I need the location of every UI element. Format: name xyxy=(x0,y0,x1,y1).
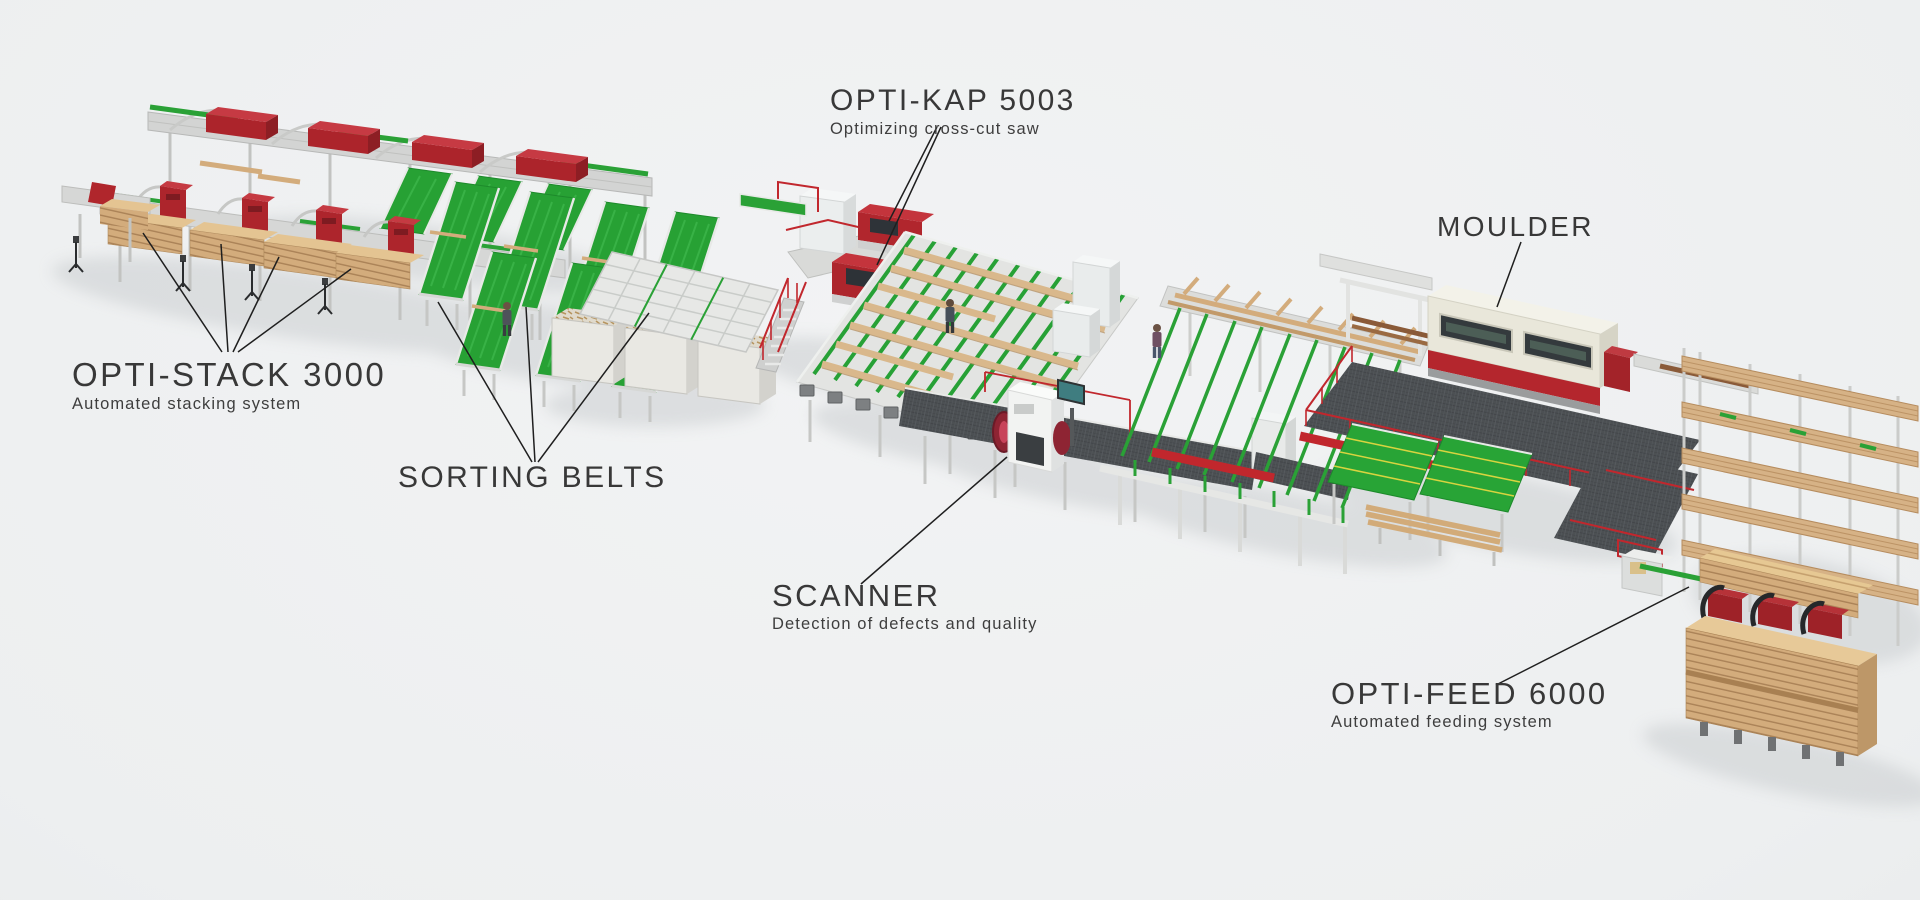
worker xyxy=(1152,324,1162,358)
leader-moulder xyxy=(1496,241,1522,308)
annotation-sorting-belts-title: SORTING BELTS xyxy=(398,461,667,494)
feeder-units xyxy=(1700,584,1849,639)
annotation-opti-feed-title: OPTI-FEED 6000 xyxy=(1331,676,1608,711)
moulder-walkway xyxy=(1304,345,1700,568)
annotation-scanner-title: SCANNER xyxy=(772,578,941,613)
opti-feed-machine xyxy=(1621,549,1877,766)
leader-sorting-belts xyxy=(437,301,650,463)
annotation-sorting-belts: SORTING BELTS xyxy=(398,463,666,493)
dust-extraction-cabinets xyxy=(1052,255,1120,358)
annotation-opti-kap-title: OPTI-KAP 5003 xyxy=(830,84,1076,117)
annotation-opti-stack: OPTI-STACK 3000 Automated stacking syste… xyxy=(72,358,386,414)
annotation-opti-stack-subtitle: Automated stacking system xyxy=(72,395,302,413)
leader-opti-kap xyxy=(876,126,942,266)
annotation-moulder: MOULDER xyxy=(1437,213,1594,241)
operator-monitor xyxy=(1057,378,1085,446)
leader-opti-stack xyxy=(142,232,352,353)
timber-bench xyxy=(1365,504,1503,566)
worker xyxy=(502,302,512,336)
annotation-opti-stack-title: OPTI-STACK 3000 xyxy=(72,356,387,393)
leader-opti-feed xyxy=(1495,586,1690,686)
annotation-opti-feed-subtitle: Automated feeding system xyxy=(1331,713,1553,731)
annotation-opti-feed: OPTI-FEED 6000 Automated feeding system xyxy=(1331,678,1608,732)
annotation-scanner: SCANNER Detection of defects and quality xyxy=(772,580,1037,634)
worker xyxy=(945,299,955,333)
sorting-belts-group xyxy=(417,180,721,424)
moulder-infeed-rack xyxy=(1319,253,1433,356)
timber-stack-front xyxy=(1685,616,1877,766)
annotation-scanner-subtitle: Detection of defects and quality xyxy=(772,615,1038,633)
worker-figures xyxy=(502,299,1162,358)
annotation-opti-kap-subtitle: Optimizing cross-cut saw xyxy=(830,120,1040,138)
leader-scanner xyxy=(860,456,1008,585)
annotation-opti-kap: OPTI-KAP 5003 Optimizing cross-cut saw xyxy=(830,86,1076,139)
annotation-moulder-title: MOULDER xyxy=(1437,211,1594,242)
scanner-machine xyxy=(992,382,1071,473)
moulder-machine xyxy=(1427,285,1759,414)
leader-lines xyxy=(142,126,1690,686)
scanner-line xyxy=(899,371,1352,538)
